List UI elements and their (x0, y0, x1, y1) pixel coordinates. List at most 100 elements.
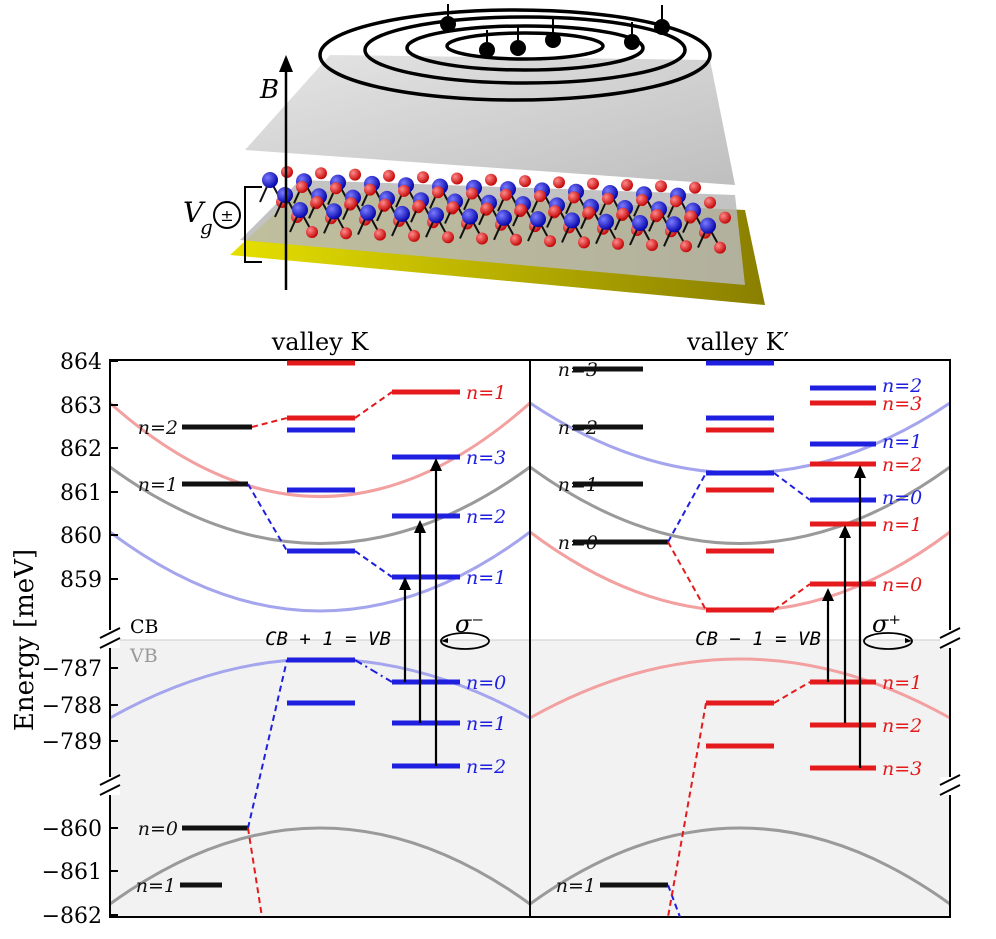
connector-line (667, 702, 707, 918)
connector-line (247, 827, 263, 918)
chalcogen-atom (719, 211, 731, 224)
level-label: n=1 (466, 713, 506, 735)
metal-atom (462, 208, 478, 225)
chalcogen-atom (685, 210, 697, 223)
chalcogen-atom (583, 206, 595, 219)
chalcogen-atom (417, 171, 429, 184)
vb-label: VB (129, 645, 158, 667)
sigma-minus-symbol: σ⁻ (440, 610, 490, 650)
level-label: n=2 (466, 756, 506, 778)
chalcogen-atom (476, 232, 488, 245)
y-tick-label: 861 (60, 481, 102, 506)
chalcogen-atom (413, 199, 425, 212)
chalcogen-atom (544, 235, 556, 248)
chalcogen-atom (617, 207, 629, 220)
y-tick-label: −789 (42, 730, 102, 755)
chalcogen-atom (689, 181, 701, 194)
cyclotron-orbits (318, 8, 712, 102)
metal-atom (360, 204, 376, 221)
chalcogen-atom (602, 192, 614, 205)
connector-line (247, 659, 288, 829)
y-axis-label: Energy [meV] (10, 549, 40, 731)
level-label: n=1 (882, 672, 922, 694)
metal-atom (564, 212, 580, 229)
level-label: n=2 (882, 375, 922, 397)
metal-atom (700, 217, 716, 234)
level-labels: n=2n=1n=0n=1n=1n=3n=2n=1n=0n=1n=2n=3n=2n… (136, 359, 923, 897)
chalcogen-atom (466, 187, 478, 200)
chalcogen-atom (519, 175, 531, 188)
chalcogen-atom (383, 169, 395, 182)
valley-k-header: valley K (271, 328, 370, 356)
svg-text:σ⁻: σ⁻ (455, 610, 484, 638)
svg-text:σ⁺: σ⁺ (872, 610, 901, 638)
level-label: n=0 (138, 818, 178, 840)
chalcogen-atom (578, 236, 590, 249)
level-label: n=1 (138, 474, 178, 496)
level-label: n=0 (882, 487, 922, 509)
chalcogen-atom (374, 228, 386, 241)
connector-line (354, 659, 393, 683)
metal-atom (292, 202, 308, 218)
level-label: n=2 (558, 417, 598, 439)
axis-breaks (99, 627, 961, 796)
chalcogen-atom (714, 241, 726, 254)
y-tick-label: −788 (42, 694, 102, 719)
chalcogen-atom (500, 188, 512, 201)
chalcogen-atom (587, 177, 599, 190)
b-label: B (259, 75, 279, 105)
level-label: n=2 (466, 506, 506, 528)
chalcogen-atom (311, 196, 323, 208)
metal-atom (428, 207, 444, 224)
level-label: n=1 (466, 567, 506, 589)
chalcogen-atom (655, 180, 667, 193)
monolayer-atoms (259, 166, 731, 254)
chalcogen-atom (306, 226, 318, 238)
sigma-plus-symbol: σ⁺ (863, 610, 913, 650)
chalcogen-atom (704, 196, 716, 209)
level-label: n=1 (466, 382, 506, 404)
y-tick-label: −861 (42, 860, 102, 885)
cb-label: CB (130, 616, 159, 638)
chalcogen-atom (680, 240, 692, 253)
connector-line (773, 681, 811, 704)
metal-atom (496, 209, 512, 226)
metal-atom (666, 216, 682, 233)
chalcogen-atom (447, 201, 459, 214)
chalcogen-atom (408, 229, 420, 242)
y-tick-label: 863 (60, 394, 102, 419)
y-tick-label: −860 (42, 817, 102, 842)
chalcogen-atom (296, 181, 308, 193)
metal-atom (394, 205, 410, 222)
y-tick-label: 862 (60, 437, 102, 462)
level-label: n=1 (882, 431, 922, 453)
y-ticks: 864863862861860859−787−788−789−860−861−8… (42, 350, 118, 929)
chalcogen-atom (481, 202, 493, 215)
chalcogen-atom (534, 190, 546, 203)
metal-atom (262, 172, 278, 188)
chalcogen-atom (670, 195, 682, 208)
top-plate (245, 55, 735, 185)
y-tick-label: 860 (60, 524, 102, 549)
level-label: n=3 (466, 447, 506, 469)
level-label: n=2 (882, 454, 922, 476)
chalcogen-atom (646, 239, 658, 251)
connector-line (251, 417, 288, 428)
level-label: n=1 (556, 875, 596, 897)
relation-right: CB − 1 = VB (695, 628, 821, 650)
gate-voltage-source (213, 186, 262, 263)
chalcogen-atom (510, 233, 522, 246)
chalcogen-atom (451, 172, 463, 185)
vg-subscript: g (200, 215, 213, 239)
chalcogen-atom (315, 167, 327, 180)
level-label: n=1 (558, 474, 598, 496)
connector-line (773, 583, 811, 611)
chalcogen-atom (330, 182, 342, 195)
chalcogen-atom (612, 237, 624, 250)
connector-line (354, 550, 393, 578)
chalcogen-atom (568, 191, 580, 204)
connector-line (667, 541, 707, 611)
level-label: n=2 (882, 715, 922, 737)
chalcogen-atom (398, 184, 410, 197)
